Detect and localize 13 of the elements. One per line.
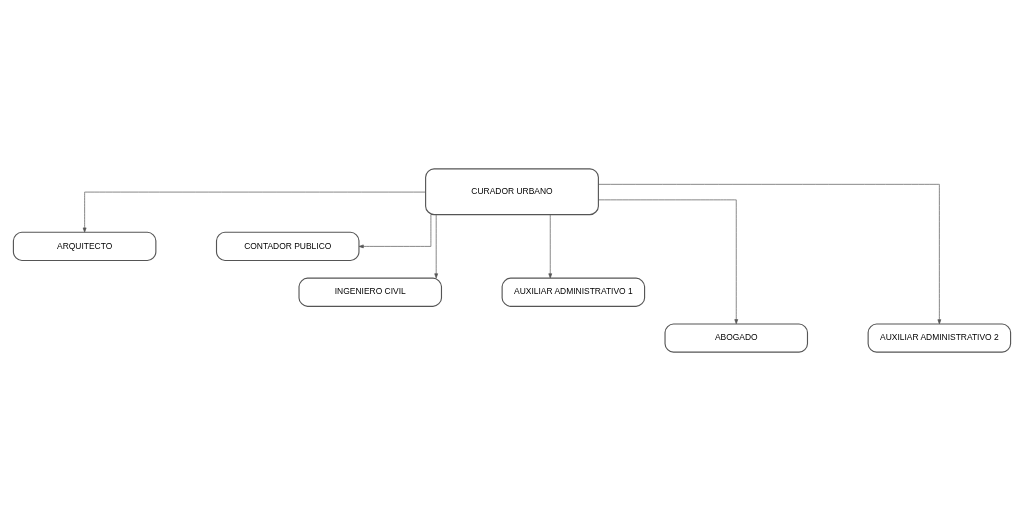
arrow <box>358 214 432 248</box>
arrow <box>434 213 439 278</box>
node-box: INGENIERO CIVIL <box>298 277 443 307</box>
arrow <box>598 199 739 324</box>
node-box: CURADOR URBANO <box>425 167 599 215</box>
arrow <box>598 183 942 324</box>
node-box: ABOGADO <box>664 322 809 353</box>
arrow <box>548 213 553 278</box>
node-box: AUXILIAR ADMINISTRATIVO 1 <box>501 277 646 307</box>
node-box: CONTADOR PUBLICO <box>215 231 360 261</box>
node-box: AUXILIAR ADMINISTRATIVO 2 <box>867 322 1012 353</box>
arrow <box>82 191 426 232</box>
node-box: ARQUITECTO <box>12 231 157 261</box>
